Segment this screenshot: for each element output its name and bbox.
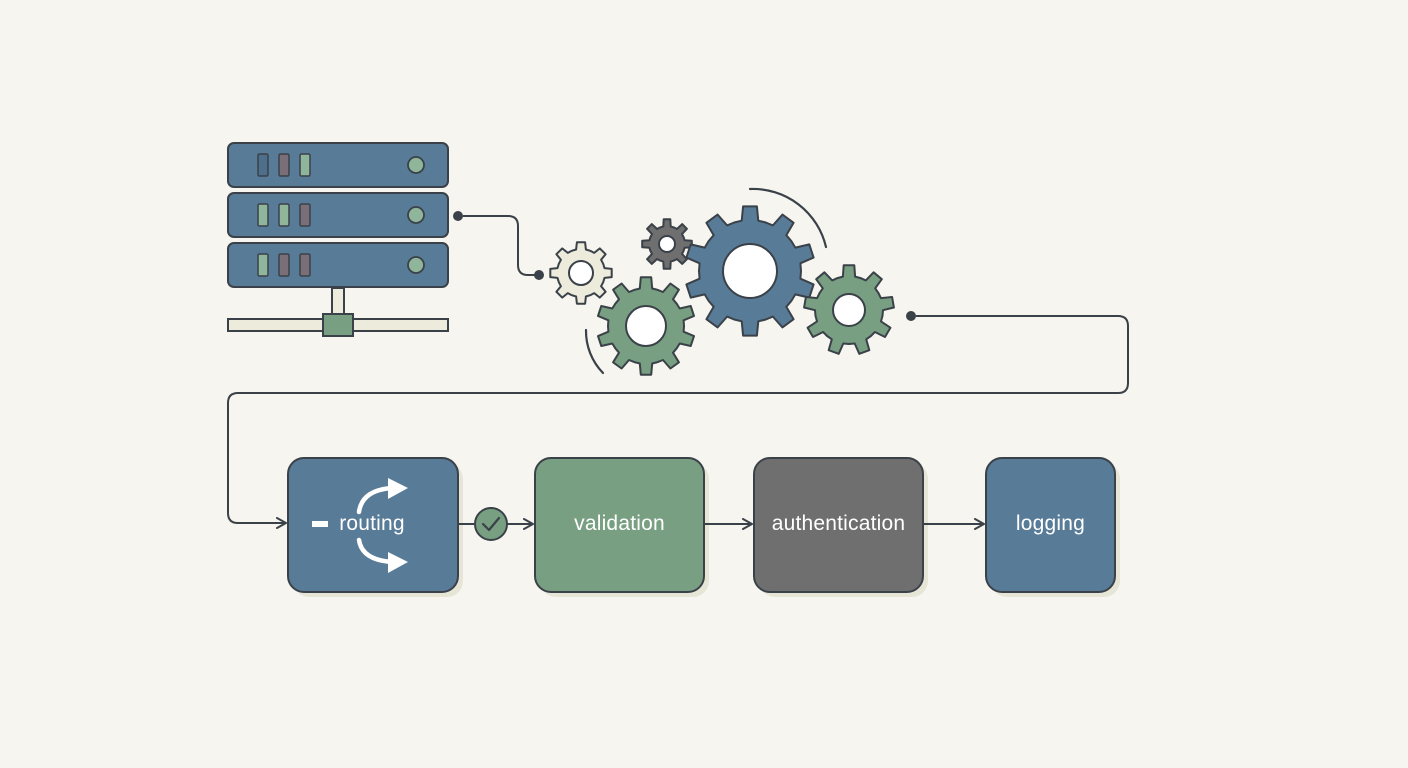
status-led — [257, 203, 269, 227]
status-led — [299, 253, 311, 277]
gears-to-pipeline-connector — [227, 311, 1129, 529]
pipeline-stages — [287, 457, 1120, 597]
gear-small-cream-icon — [549, 241, 613, 305]
server-to-gears-connector — [453, 211, 544, 280]
status-led — [278, 203, 290, 227]
stage-box-authentication — [753, 457, 924, 593]
server-rack-icon — [227, 142, 449, 337]
status-led — [299, 153, 311, 177]
gear-cluster — [549, 205, 895, 376]
network-connector — [322, 313, 354, 337]
status-led — [257, 253, 269, 277]
status-led — [257, 153, 269, 177]
stage-box-routing — [287, 457, 459, 593]
stage-box-logging — [985, 457, 1116, 593]
gear-large-blue-icon — [685, 205, 815, 337]
rack-unit — [227, 192, 449, 238]
checkmark-icon — [474, 507, 508, 541]
power-light — [407, 156, 425, 174]
power-light — [407, 206, 425, 224]
gear-right-green-icon — [803, 264, 895, 355]
status-led — [278, 253, 290, 277]
stage-box-validation — [534, 457, 705, 593]
rack-unit — [227, 242, 449, 288]
stage-connectors — [459, 507, 985, 541]
status-led — [299, 203, 311, 227]
status-led — [278, 153, 290, 177]
rotation-arc-top — [748, 187, 828, 249]
power-light — [407, 256, 425, 274]
rack-unit — [227, 142, 449, 188]
gear-medium-green-icon — [597, 276, 695, 376]
rotation-arc-bottom — [584, 328, 605, 375]
gear-tiny-gray-icon — [641, 218, 693, 270]
routing-arrows-icon — [312, 478, 408, 573]
